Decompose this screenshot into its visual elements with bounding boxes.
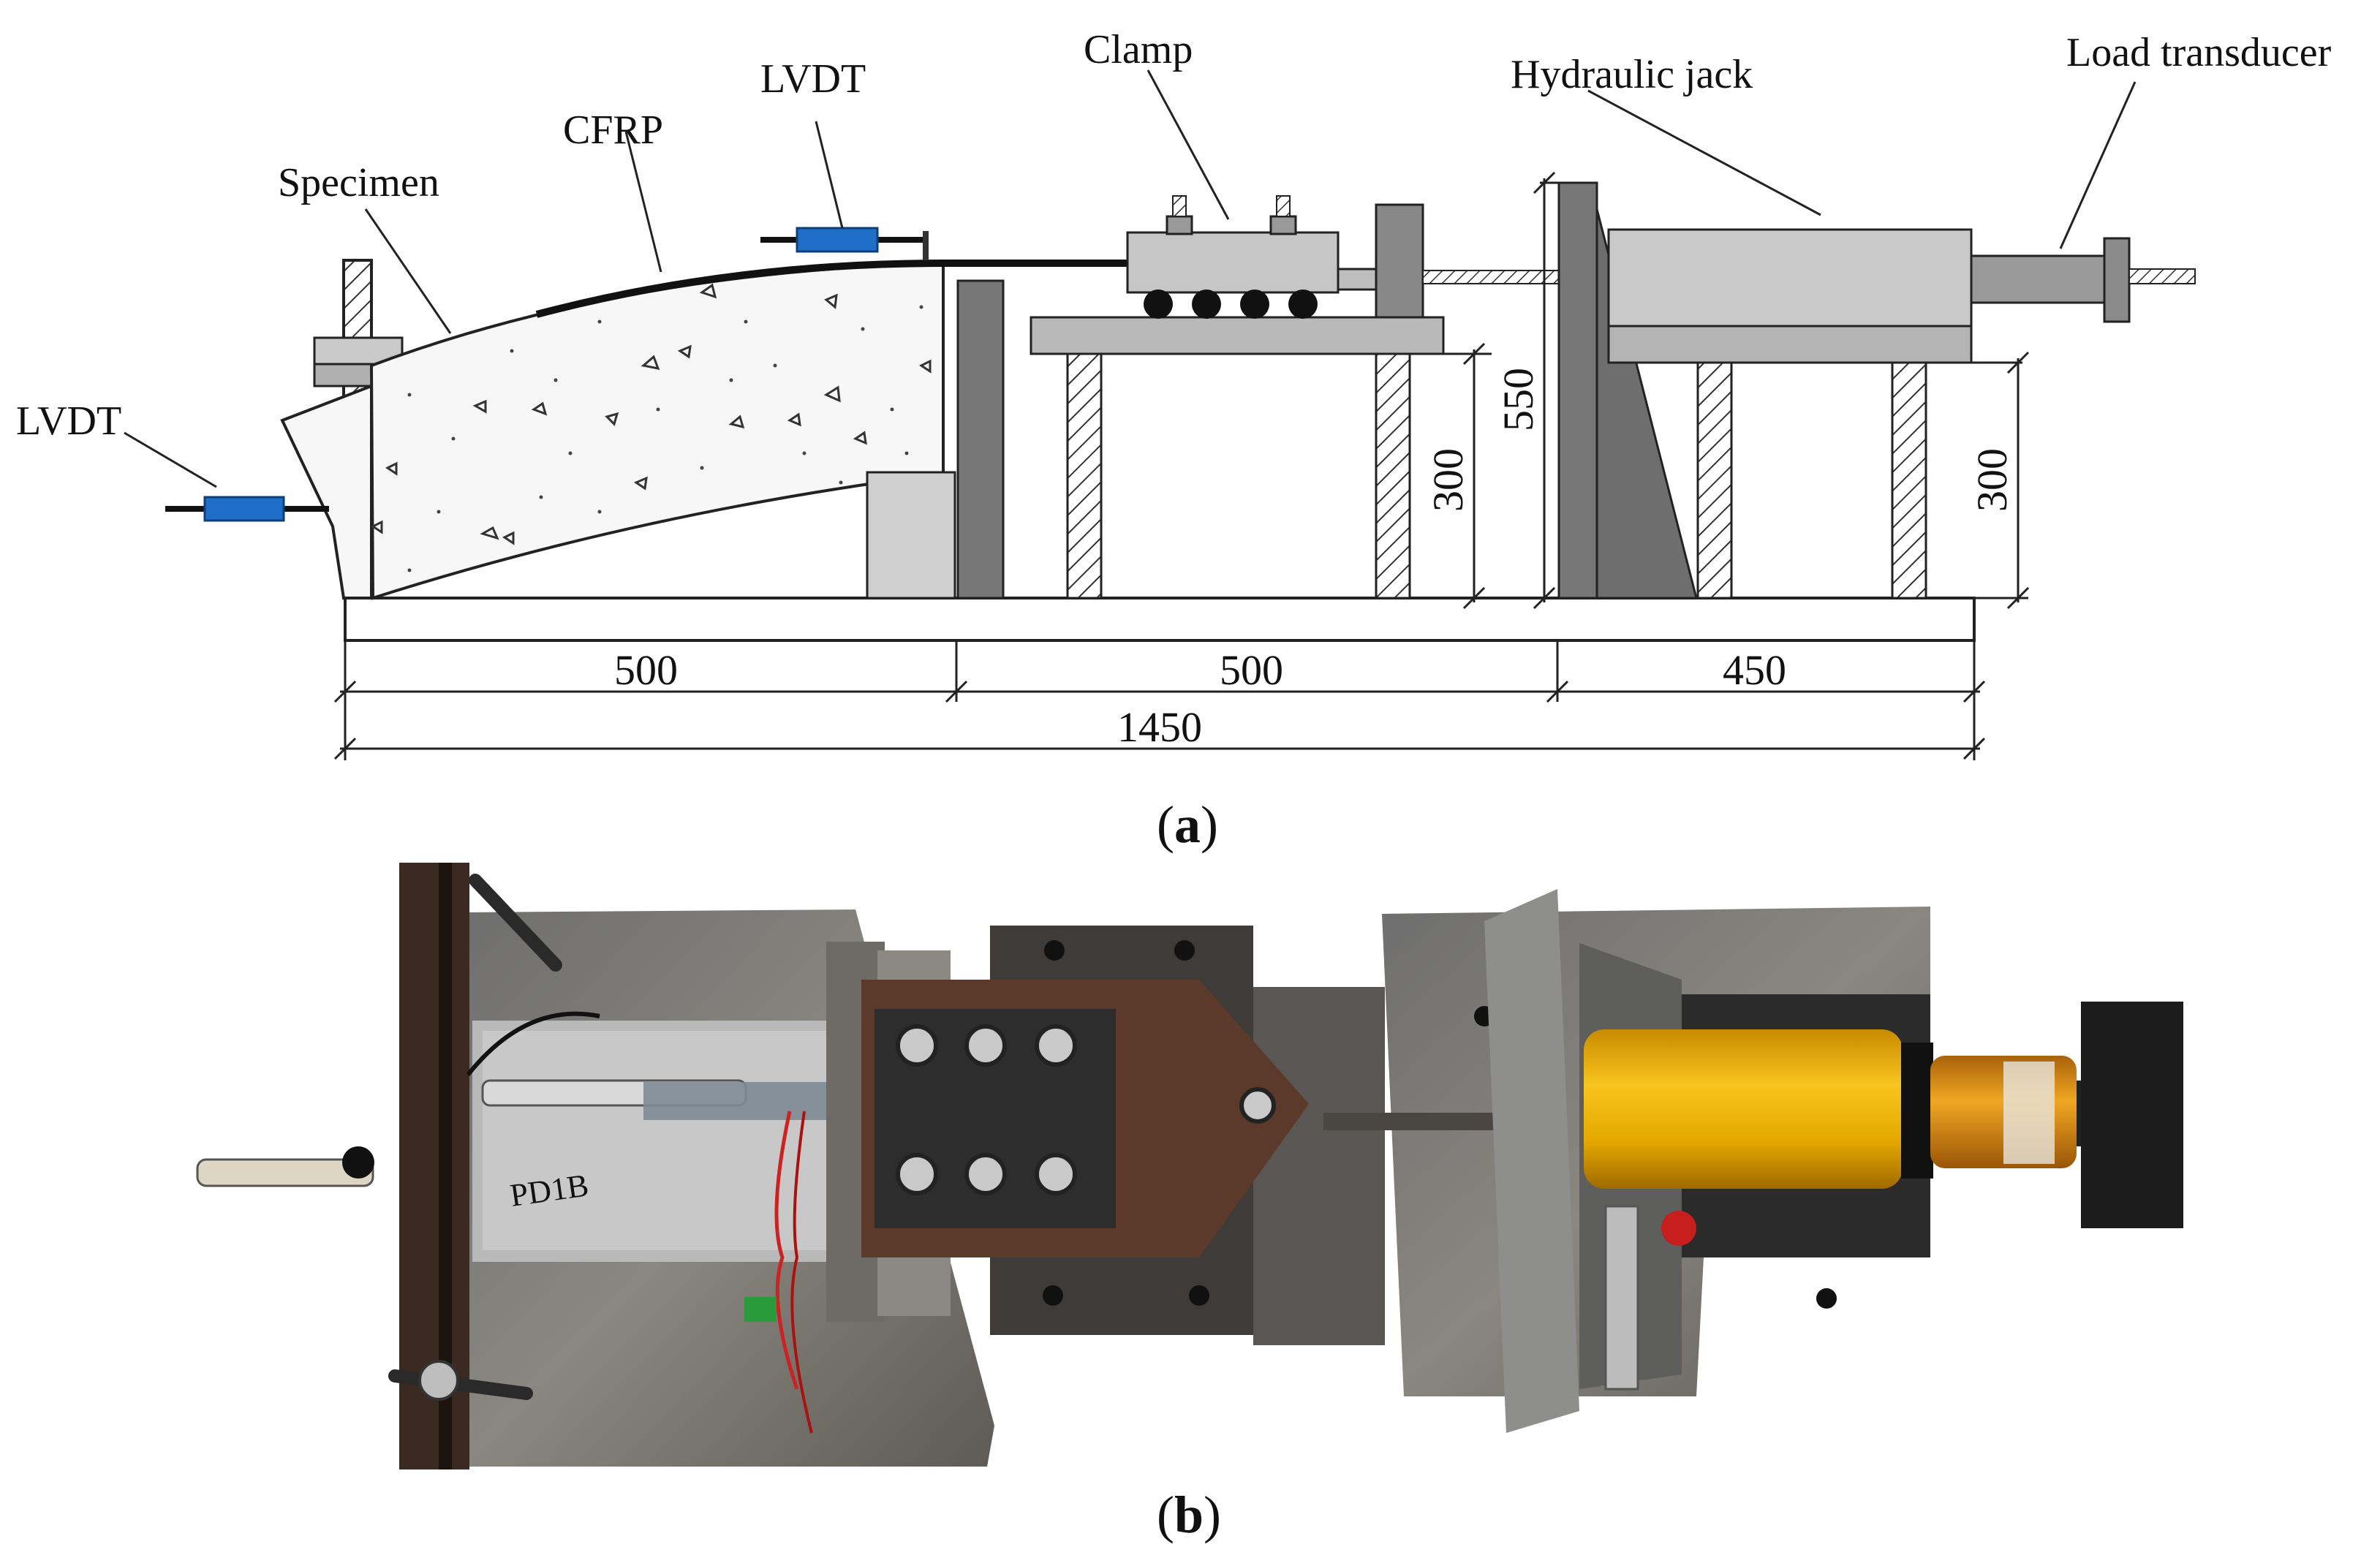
- photo-clamp-bolts: [896, 1024, 1276, 1195]
- label-lvdt-left: LVDT: [16, 398, 121, 444]
- dim-support-height-mid: 300: [1424, 448, 1472, 512]
- threaded-rod: [1422, 270, 1560, 284]
- table-leg-2: [1375, 352, 1411, 599]
- stopper-block: [866, 471, 956, 599]
- concrete-aggregate: [371, 283, 932, 545]
- stopper-post: [956, 279, 1005, 599]
- label-load-transducer: Load transducer: [2066, 30, 2332, 75]
- photo-threaded-rod: [1323, 1113, 1521, 1130]
- specimen-rotated-end: [280, 384, 373, 599]
- specimen-body: [369, 261, 945, 600]
- dim-total: 1450: [1117, 703, 1202, 751]
- dim-support-height-right: 300: [1968, 448, 2016, 512]
- schematic-panel-a: 500 500 450 1450 300 550 300 LVDT CFRP S…: [16, 27, 2332, 854]
- hydraulic-jack-body: [1607, 228, 1973, 328]
- jack-support-leg-1: [1696, 361, 1733, 599]
- dim-seg1: 500: [614, 646, 678, 694]
- clamp-rollers: [1144, 290, 1318, 319]
- clamp-end-post: [1375, 203, 1424, 319]
- caption-a: (a): [1157, 795, 1218, 854]
- dim-jack-frame-height: 550: [1495, 368, 1542, 431]
- lvdt-top: [796, 227, 879, 253]
- jack-reaction-frame: [1557, 181, 1598, 599]
- leader-lines: [124, 69, 2137, 488]
- clamp-body: [1126, 231, 1340, 294]
- cfrp-strip: [535, 260, 944, 318]
- clamp-table-top: [1030, 316, 1445, 355]
- base-plate: [344, 597, 1976, 642]
- label-lvdt-top: LVDT: [760, 56, 866, 102]
- label-specimen: Specimen: [278, 160, 439, 205]
- label-clamp: Clamp: [1084, 27, 1193, 72]
- label-cfrp: CFRP: [563, 107, 663, 153]
- dimension-lines: [333, 171, 2030, 760]
- dim-seg3: 450: [1723, 646, 1786, 694]
- dim-seg2: 500: [1220, 646, 1283, 694]
- photo-end-block: [2081, 1002, 2183, 1228]
- jack-support-leg-2: [1891, 361, 1927, 599]
- photo-panel-b: PD1B: [196, 863, 2183, 1544]
- caption-b: (b): [1157, 1486, 1221, 1544]
- load-transducer: [1970, 254, 2106, 304]
- lvdt-left: [203, 496, 285, 522]
- table-leg-1: [1066, 352, 1103, 599]
- photo-hydraulic-jack: [1584, 1029, 1903, 1189]
- label-hydraulic-jack: Hydraulic jack: [1511, 52, 1753, 97]
- photo-reaction-plate: [1484, 889, 1579, 1433]
